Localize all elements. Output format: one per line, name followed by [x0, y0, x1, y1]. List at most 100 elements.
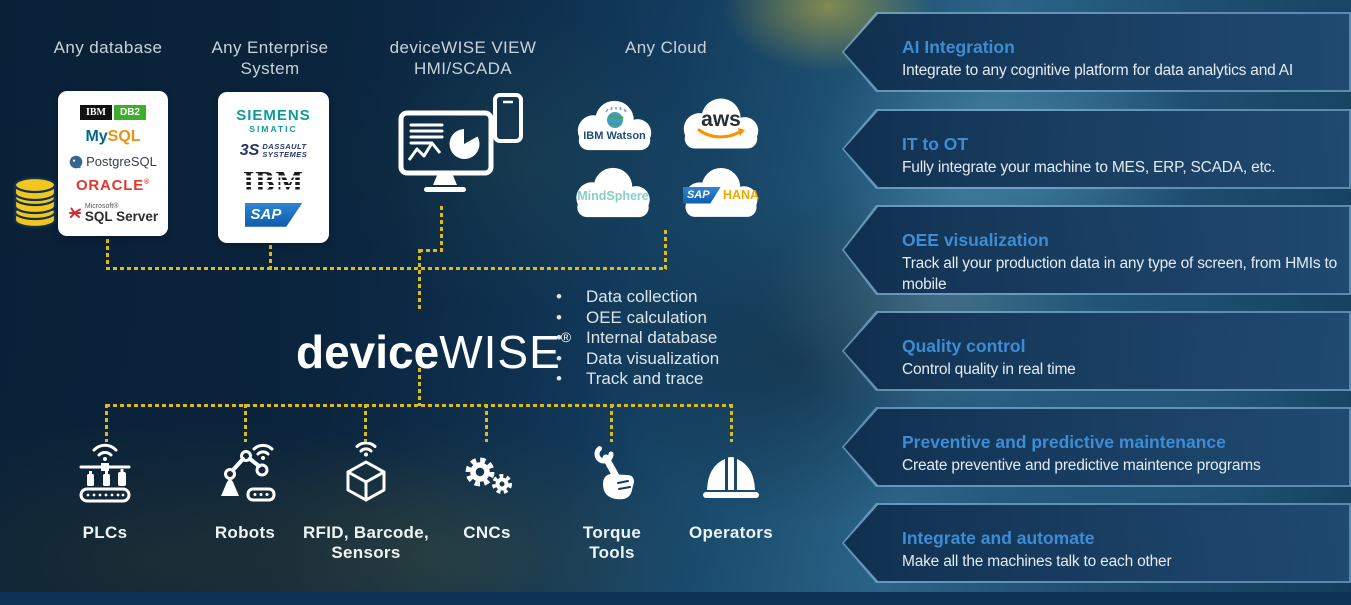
sql-server-logo: Microsoft® SQL Server [68, 202, 159, 224]
operator-helmet-icon [703, 457, 759, 498]
device-label2: Sensors [331, 543, 401, 562]
dassault-systemes-logo: 3S DASSAULT SYSTEMES [240, 142, 307, 160]
watson-globe-icon [604, 106, 627, 128]
device-torque-tools: Torque Tools [542, 442, 682, 563]
cloud-shape [576, 167, 650, 218]
header-any-enterprise: Any Enterprise System [195, 37, 345, 79]
hana-text: HANA [722, 188, 760, 202]
benefit-band-ai-integration: AI Integration Integrate to any cognitiv… [842, 12, 1351, 92]
bullet-icon: • [556, 348, 562, 368]
enterprise-card: SIEMENS SIMATIC 3S DASSAULT SYSTEMES IBM… [218, 92, 329, 243]
aws-cloud: aws [672, 93, 770, 151]
database-card: IBM DB2 MySQL PostgreSQL ORACLE® Microso… [58, 91, 168, 236]
torque-wrench-icon [594, 444, 634, 500]
connector-center-bottom [418, 368, 421, 406]
benefit-band-integrate-automate: Integrate and automate Make all the mach… [842, 503, 1351, 583]
systemes-text: SYSTEMES [262, 150, 308, 160]
plc-icon [79, 443, 131, 503]
connector-center-top [418, 249, 421, 311]
header-any-enterprise-line2: System [240, 59, 300, 78]
connector-cnc-drop [485, 404, 488, 442]
device-label2: Tools [589, 543, 635, 562]
bullet-icon: • [556, 369, 562, 388]
connector-enterprise-drop [269, 224, 272, 270]
mysql-sql: SQL [107, 128, 141, 145]
band-fill [844, 207, 1349, 293]
postgresql-logo: PostgreSQL [69, 154, 157, 169]
ibm-logo: IBM [240, 165, 307, 198]
aws-smile-icon [697, 128, 745, 139]
feature-item: • Data visualization [556, 349, 719, 370]
device-label: PLCs [82, 523, 128, 542]
feature-text: Track and trace [586, 369, 704, 388]
device-label: Torque [582, 523, 642, 542]
feature-text: Data visualization [586, 348, 720, 368]
mindsphere-text: MindSphere [577, 189, 649, 203]
connector-plc-drop [105, 404, 108, 442]
device-cncs: CNCs [417, 442, 557, 543]
bullet-icon: • [556, 307, 562, 327]
devicewise-logo-wise: WISE [439, 326, 561, 378]
microsoft-text: Microsoft® [84, 203, 119, 210]
device-label: CNCs [463, 523, 511, 542]
feature-item: • OEE calculation [556, 308, 719, 329]
postgresql-text: PostgreSQL [86, 154, 157, 169]
benefit-title: Preventive and predictive maintenance [902, 432, 1226, 452]
mysql-logo: MySQL [85, 128, 140, 146]
device-robots: Robots [175, 442, 315, 543]
header-devicewise-view-line2: HMI/SCADA [413, 59, 513, 78]
benefit-desc: Make all the machines talk to each other [902, 553, 1172, 570]
band-fill [844, 14, 1349, 90]
sql-server-icon [68, 207, 81, 218]
connector-hmi-jog [419, 249, 443, 252]
dassault-text: DASSAULT [262, 142, 307, 152]
band-fill [844, 313, 1349, 389]
db2-chip: DB2 [113, 105, 146, 120]
header-devicewise-view: deviceWISE VIEW HMI/SCADA [385, 37, 541, 79]
sap-text: SAP [686, 188, 710, 201]
header-any-database: Any database [53, 38, 163, 57]
feature-text: OEE calculation [586, 307, 707, 327]
feature-item: • Track and trace [556, 369, 719, 390]
benefit-desc: Fully integrate your machine to MES, ERP… [902, 159, 1276, 176]
feature-text: Internal database [586, 328, 718, 347]
bullet-icon: • [556, 328, 562, 347]
devicewise-logo-device: device [296, 326, 440, 378]
sql-server-text: SQL Server [84, 209, 159, 224]
siemens-text: SIEMENS [236, 107, 311, 125]
connector-device-bus [106, 404, 733, 407]
benefit-title: IT to OT [902, 134, 969, 154]
siemens-logo: SIEMENS SIMATIC [236, 108, 311, 134]
benefit-desc: Create preventive and predictive mainten… [902, 457, 1261, 474]
feature-text: Data collection [586, 287, 698, 306]
simatic-text: SIMATIC [249, 124, 298, 135]
rfid-cube-icon [346, 441, 386, 502]
sap-hana-sap-logo: SAP [682, 186, 721, 204]
benefit-band-quality-control: Quality control Control quality in real … [842, 311, 1351, 391]
connector-rfid-drop [364, 404, 367, 442]
devicewise-logo-reg: ® [560, 329, 572, 345]
device-label: Robots [214, 523, 276, 542]
sap-hana-cloud: SAP HANA [673, 163, 769, 219]
sap-text: SAP [250, 205, 282, 223]
benefit-band-it-to-ot: IT to OT Fully integrate your machine to… [842, 109, 1351, 189]
connector-torque-drop [610, 404, 613, 442]
ibm-text: IBM [243, 165, 304, 198]
cloud-shape [683, 98, 759, 149]
robot-icon [221, 443, 276, 502]
mindsphere-cloud: MindSphere [564, 163, 662, 219]
device-plcs: PLCs [35, 442, 175, 543]
devicewise-logo: deviceWISE® [296, 310, 571, 391]
connector-hmi-drop [440, 206, 443, 252]
device-label: Operators [689, 523, 773, 542]
mysql-my: My [85, 128, 108, 145]
header-any-cloud: Any Cloud [624, 38, 708, 57]
device-label: RFID, Barcode, [302, 523, 430, 542]
aws-text: aws [701, 108, 741, 131]
connector-cloud-drop [664, 230, 667, 270]
database-cylinder-icon [13, 176, 57, 229]
connector-database-drop [106, 225, 109, 270]
header-any-enterprise-line1: Any Enterprise [211, 38, 329, 57]
sap-logo: SAP [244, 202, 303, 227]
